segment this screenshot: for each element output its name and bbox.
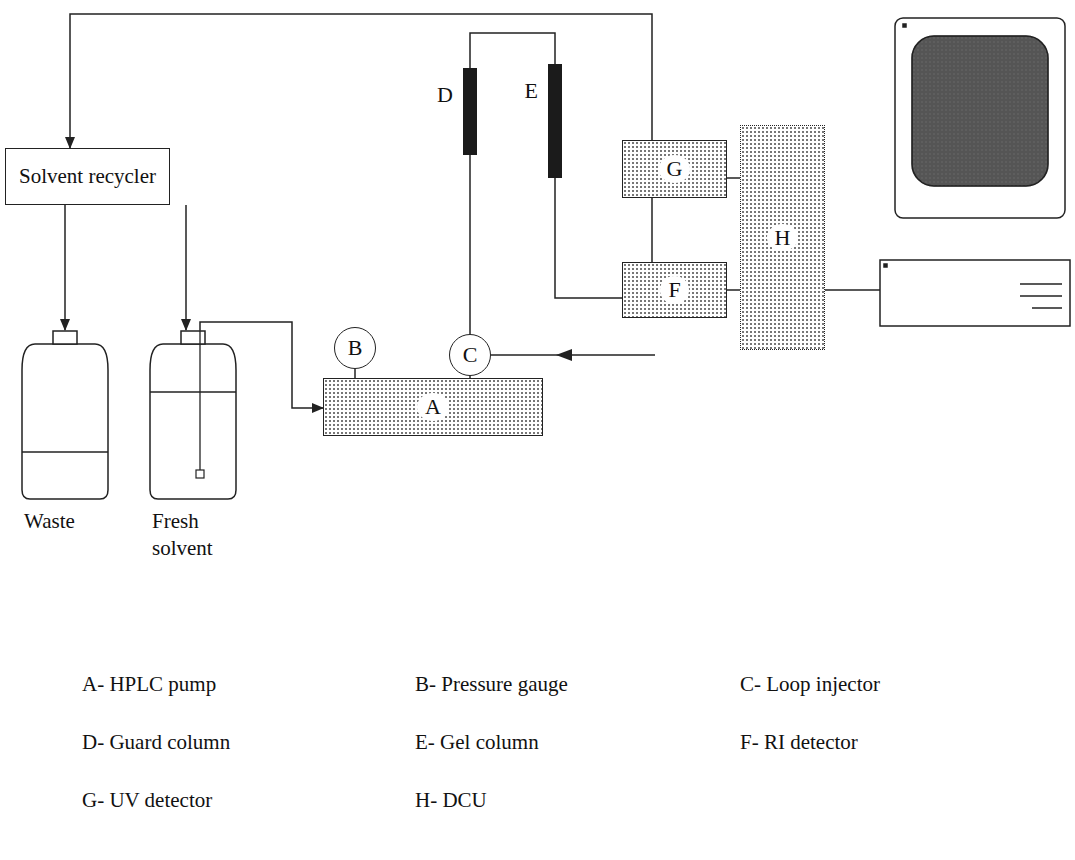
key-entry: A- HPLC pump — [82, 672, 216, 697]
flow-line — [651, 198, 653, 262]
bottle-label: Waste — [20, 508, 110, 535]
node-label: G — [659, 155, 691, 182]
column-letter: E — [525, 78, 538, 103]
bottle-label: Fresh solvent — [148, 508, 238, 563]
injector-inlet — [491, 349, 655, 361]
gel-column: E — [548, 64, 562, 178]
solvent-recycler: Solvent recycler — [5, 148, 170, 205]
loop-injector: C — [449, 334, 491, 376]
solvent-bottle: Fresh solvent — [148, 330, 238, 560]
flow-line — [185, 205, 187, 330]
waste-bottle: Waste — [20, 330, 110, 560]
column-letter: D — [437, 82, 453, 107]
key-entry: F- RI detector — [740, 730, 858, 755]
node-label: H — [767, 224, 799, 251]
node-label: Solvent recycler — [19, 164, 156, 188]
data-cable — [825, 289, 880, 291]
key-entry: E- Gel column — [415, 730, 539, 755]
flow-line — [555, 178, 622, 298]
uv-detector: G — [622, 140, 727, 198]
flow-line — [70, 14, 652, 148]
flow-line — [469, 155, 471, 334]
bottle-outline — [20, 330, 110, 502]
node-label: C — [463, 342, 478, 367]
node-label: F — [660, 276, 688, 303]
node-label: A — [417, 393, 449, 420]
flow-line — [727, 177, 740, 179]
flow-line — [64, 205, 66, 330]
key-entry: C- Loop injector — [740, 672, 880, 697]
key-entry: D- Guard column — [82, 730, 230, 755]
guard-column: D — [463, 68, 477, 155]
node-label: B — [348, 335, 363, 360]
dcu-box: H — [740, 125, 825, 350]
key-entry: B- Pressure gauge — [415, 672, 568, 697]
ri-detector: F — [622, 262, 727, 318]
flow-line — [727, 289, 740, 291]
key-entry: G- UV detector — [82, 788, 212, 813]
flow-line — [354, 369, 356, 378]
bottle-outline — [148, 330, 238, 502]
pressure-gauge: B — [334, 327, 376, 369]
key-entry: H- DCU — [415, 788, 487, 813]
computer-symbol — [880, 18, 1070, 326]
hplc-pump: A — [323, 378, 543, 436]
flow-line — [470, 33, 555, 68]
